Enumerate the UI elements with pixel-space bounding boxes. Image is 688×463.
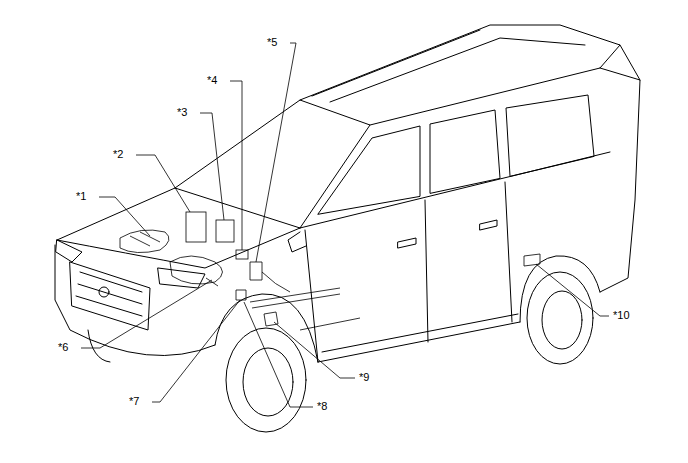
sensor-front (236, 290, 246, 300)
leader-line (536, 264, 609, 316)
callout-number: *6 (57, 341, 69, 354)
leader-line (256, 43, 296, 262)
rear-wheel (542, 291, 582, 349)
leader-line (274, 322, 355, 378)
driveshaft (250, 288, 360, 330)
leader-line (136, 155, 190, 212)
far-tire (88, 330, 110, 362)
callout-number: *7 (128, 395, 140, 408)
leader-line (81, 280, 212, 348)
wheel-arches (215, 256, 600, 362)
callout-number: *1 (75, 190, 87, 203)
grille (70, 262, 150, 330)
callout-number: *8 (316, 400, 328, 413)
rocker-panel (318, 314, 520, 362)
side-mirror (288, 232, 306, 252)
front-bumper (55, 245, 215, 356)
rear-tire (527, 272, 593, 364)
callout-number: *10 (612, 309, 631, 322)
vehicle-outline (55, 25, 640, 432)
intake (120, 230, 169, 253)
ecu (186, 212, 206, 242)
components (120, 212, 540, 330)
leader-line (152, 300, 240, 402)
rear-body (600, 45, 640, 292)
leader-lines (81, 43, 609, 407)
leader-line (230, 81, 242, 250)
roof (300, 25, 620, 125)
side-windows (318, 95, 594, 214)
engine-parts (170, 256, 223, 286)
front-wheel (243, 348, 293, 416)
windshield (175, 100, 370, 228)
leader-line (244, 302, 313, 407)
leader-line (99, 197, 150, 236)
door-handles (398, 220, 497, 248)
relay (236, 250, 248, 259)
leader-line (200, 113, 224, 220)
callout-number: *2 (112, 148, 124, 161)
callout-number: *3 (176, 106, 188, 119)
front-tire (226, 328, 306, 432)
callout-number: *5 (266, 36, 278, 49)
emblem (99, 287, 109, 297)
callout-number: *4 (206, 74, 218, 87)
hood (57, 188, 300, 268)
callout-number: *9 (358, 371, 370, 384)
module (216, 220, 234, 242)
sensor-rear (524, 254, 540, 266)
actuator (250, 262, 290, 292)
